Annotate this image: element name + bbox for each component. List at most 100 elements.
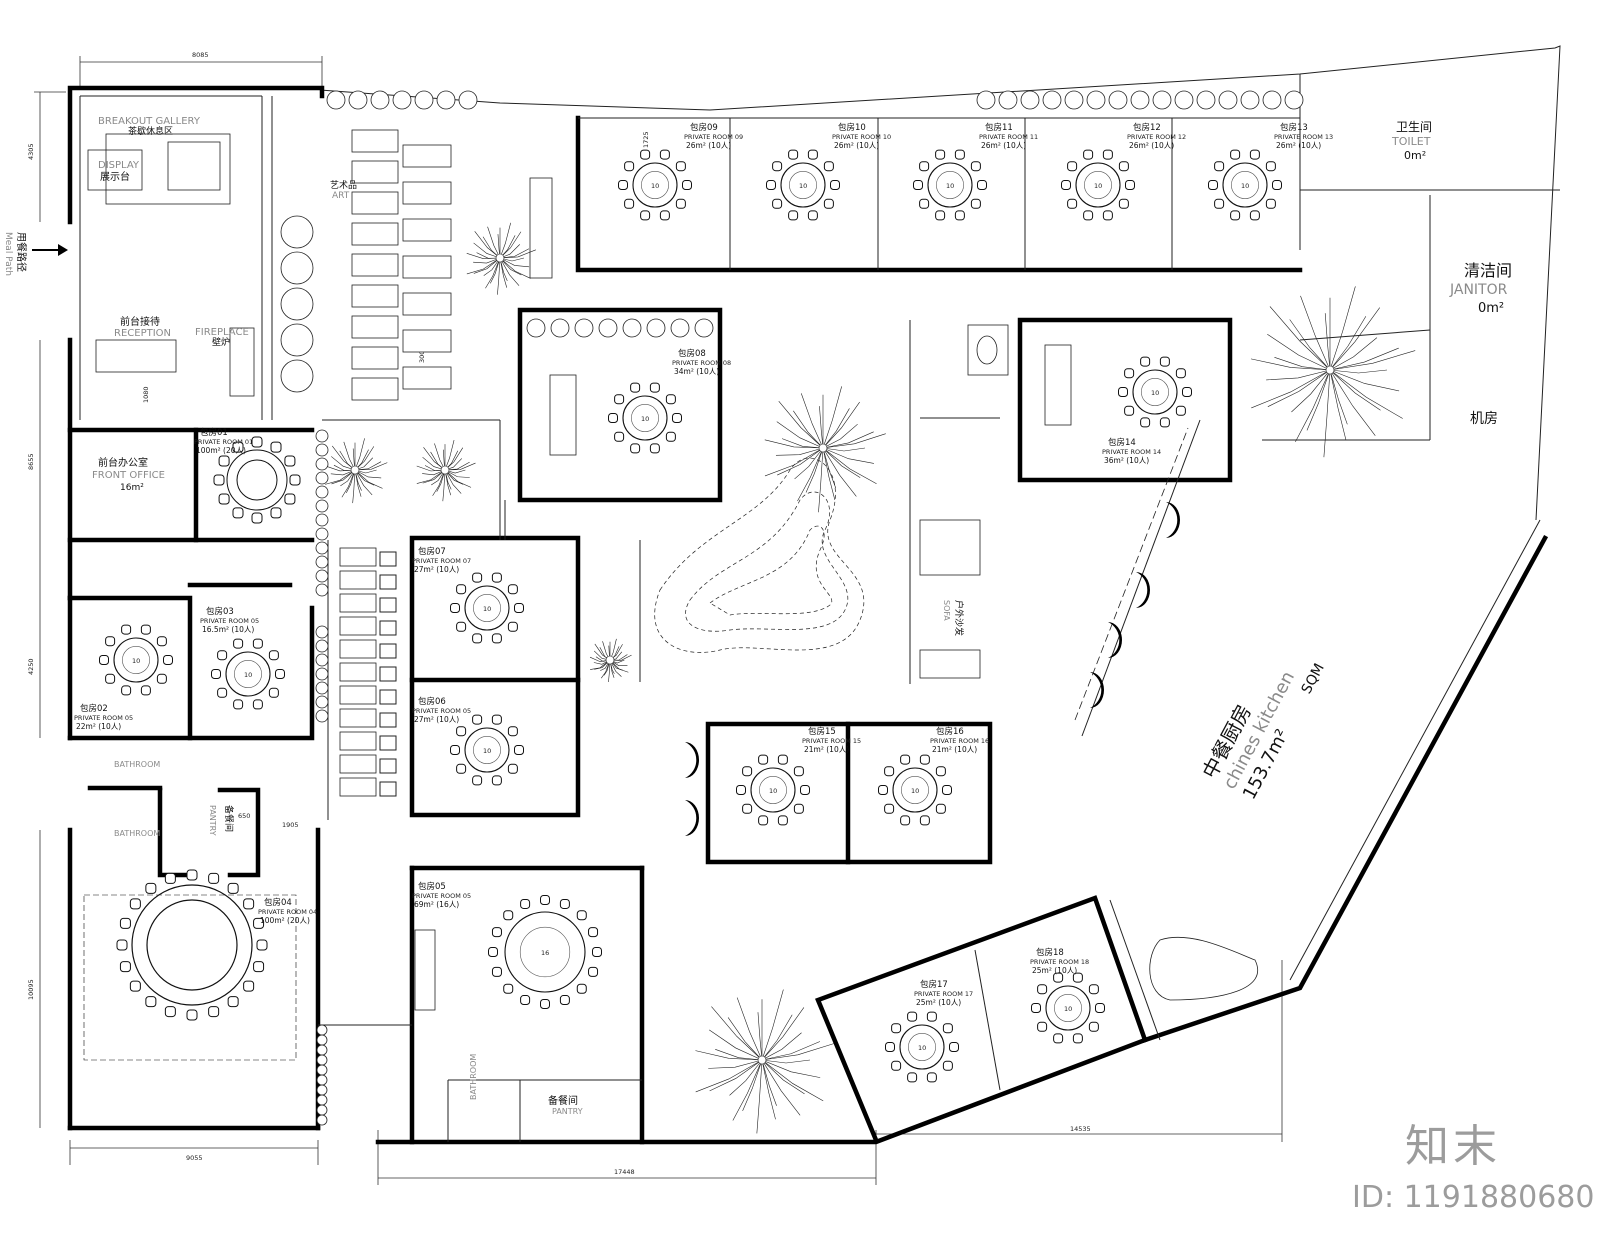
watermark-logo: 知末 [1405, 1121, 1501, 1172]
hedge [316, 1044, 328, 1056]
chair [218, 493, 230, 505]
room-area: 26m² (10人) [834, 141, 879, 150]
tree-branch [761, 1059, 776, 1120]
dining-table-16: 16 [488, 895, 602, 1009]
tree-branch [354, 469, 375, 486]
chair [507, 584, 518, 595]
room-name-cn: 包房16 [936, 726, 964, 737]
chair [472, 633, 483, 644]
tree-branch [444, 469, 462, 494]
tree-branch [354, 446, 375, 471]
seat-count: 10 [1151, 389, 1159, 397]
hedge [316, 1064, 328, 1076]
chair [954, 149, 965, 160]
tree-branch [822, 423, 858, 449]
room-name-en: PRIVATE ROOM 04 [258, 908, 317, 916]
chair [807, 149, 818, 160]
meal-path-arrow-icon [32, 244, 68, 256]
dining-table-5: 10 [1208, 149, 1282, 221]
table-top [780, 162, 826, 208]
tree-branch [1251, 369, 1331, 409]
chair [121, 685, 132, 696]
room-area: 27m² (10人) [414, 715, 459, 724]
chair [1037, 1021, 1048, 1032]
chair [1088, 984, 1099, 995]
room-name-en: PRIVATE ROOM 09 [684, 133, 743, 141]
bathroom-label-2: BATHROOM [114, 829, 160, 838]
dining-table-10: 10 [450, 714, 524, 786]
tree-5 [1250, 286, 1416, 458]
tree-branch [422, 469, 446, 484]
booth-seat [339, 708, 377, 728]
chair [456, 726, 467, 737]
tree-branch [1329, 369, 1347, 441]
hedge [316, 1084, 328, 1096]
chair [491, 633, 502, 644]
table-top [225, 651, 271, 697]
chair [1140, 417, 1151, 428]
tree-branch [1324, 313, 1331, 371]
tree-branch [777, 447, 824, 476]
chair [213, 474, 225, 486]
tree-branch [354, 469, 382, 479]
chair [800, 785, 810, 795]
hedge [1218, 90, 1238, 110]
hedge [1108, 90, 1128, 110]
chair [758, 754, 769, 765]
armchair [379, 597, 397, 613]
dining-set [402, 329, 452, 353]
tree-branch [761, 1059, 801, 1116]
tree-branch [775, 447, 824, 456]
sofa-label-cn: 户外沙发 [953, 600, 965, 636]
tree-branch [805, 447, 824, 493]
chair [156, 636, 167, 647]
tree-branch [822, 401, 860, 449]
tree-branch [474, 231, 501, 259]
chair [275, 669, 285, 679]
hedge [392, 90, 412, 110]
room-area: 25m² (10人) [1032, 966, 1077, 975]
chair [186, 1009, 198, 1021]
tree-6 [695, 989, 834, 1134]
meal-path-label-en: Meal Path [3, 232, 13, 276]
chair [1159, 356, 1170, 367]
hedge [316, 1024, 328, 1036]
room-name-cn: 包房03 [206, 606, 234, 617]
landscape-trees [324, 222, 1416, 1134]
armchair [379, 781, 397, 797]
booth-seat [339, 685, 377, 705]
chair [1230, 149, 1241, 160]
tree-branch [354, 469, 373, 496]
room-name-en: PRIVATE ROOM 05 [200, 617, 259, 625]
chair [935, 766, 946, 777]
dining-set [402, 366, 452, 390]
planter-crescent [685, 800, 699, 836]
hedge [1240, 90, 1260, 110]
bench [351, 253, 399, 277]
seat-count: 10 [799, 182, 807, 190]
tree-branch [490, 257, 501, 284]
dim-small-5: 3000 [418, 346, 426, 363]
hedge [315, 443, 329, 457]
chair [900, 815, 911, 826]
seat-count: 10 [769, 787, 777, 795]
dimension-labels: 8085 4305 8655 4250 10095 9055 17448 145… [27, 51, 1091, 1176]
tree-branch [341, 469, 356, 498]
bench [351, 191, 399, 215]
planter-crescent [1136, 572, 1150, 608]
room-name-cn: 包房08 [678, 348, 706, 359]
chair [116, 939, 128, 951]
dim-bottom-2: 17448 [614, 1168, 635, 1176]
tree-branch [499, 222, 511, 259]
chair [472, 714, 483, 725]
seat-count: 10 [483, 747, 491, 755]
dining-table-3: 10 [913, 149, 987, 221]
hedge [1086, 90, 1106, 110]
art-label-en: ART [332, 191, 350, 201]
chair [823, 161, 834, 172]
